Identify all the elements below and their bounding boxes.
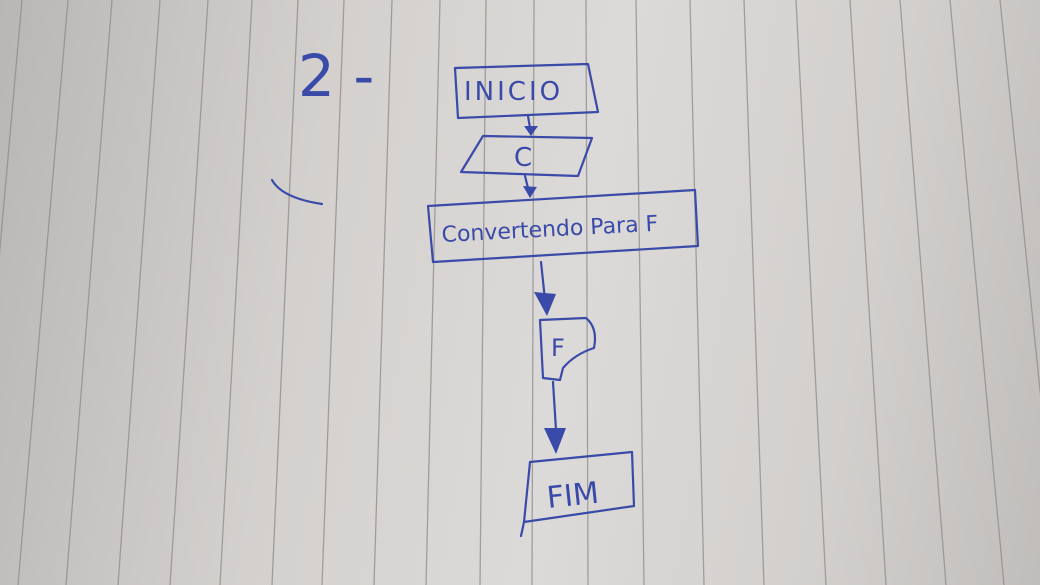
- ruled-line: [635, 0, 645, 585]
- ruled-line: [271, 0, 299, 585]
- start-label: INICIO: [464, 77, 563, 107]
- ruled-line: [425, 0, 441, 585]
- ruled-line: [585, 0, 589, 585]
- ruled-line: [0, 0, 23, 255]
- ruled-line: [17, 0, 69, 585]
- ruled-line: [117, 0, 161, 585]
- input-label: C: [514, 143, 532, 173]
- arrow-input-to-process: [523, 174, 537, 198]
- ruled-line: [743, 0, 765, 585]
- ruled-line: [689, 0, 705, 585]
- ruled-line: [849, 0, 887, 585]
- ruled-line: [531, 0, 535, 585]
- ruled-line: [373, 0, 393, 585]
- ruled-line: [899, 0, 947, 585]
- process-label: Convertendo Para F: [441, 212, 659, 248]
- ruled-line: [795, 0, 827, 585]
- arrow-output-to-end: [544, 380, 566, 454]
- arrow-start-to-input: [524, 114, 538, 136]
- ruled-line: [321, 0, 345, 585]
- end-label: FIM: [545, 476, 600, 516]
- process-box: Convertendo Para F: [426, 188, 700, 264]
- ruled-line: [219, 0, 253, 585]
- ruled-line: [949, 0, 1005, 585]
- ruled-line: [999, 0, 1040, 397]
- end-terminal: FIM: [519, 450, 636, 538]
- ruled-line: [169, 0, 209, 585]
- output-shape: F: [538, 316, 597, 382]
- input-shape: C: [459, 134, 594, 178]
- arrow-process-to-output: [534, 260, 556, 316]
- stray-stroke: [270, 178, 324, 206]
- ruled-line: [479, 0, 487, 585]
- ruled-line: [65, 0, 113, 585]
- exercise-number: 2 -: [298, 42, 374, 110]
- start-terminal: INICIO: [453, 62, 600, 120]
- output-label: F: [551, 334, 565, 362]
